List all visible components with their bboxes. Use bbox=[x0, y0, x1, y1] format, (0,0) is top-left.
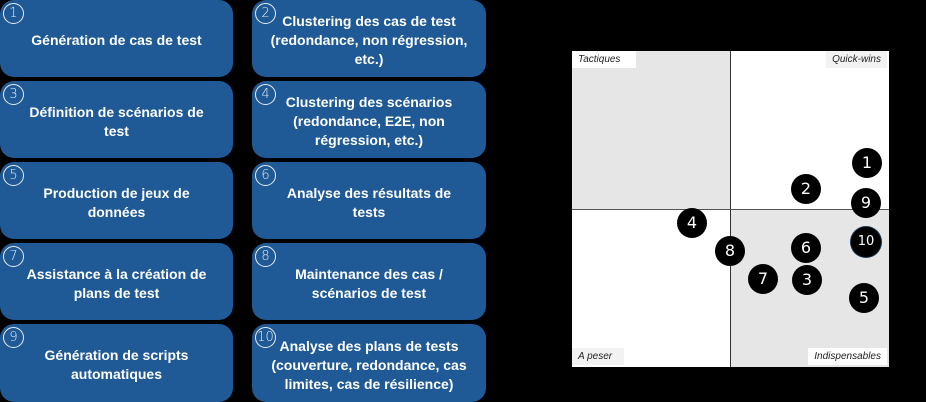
card-label: Maintenance des cas / scénarios de test bbox=[295, 265, 443, 301]
quadrant-label-tactiques: Tactiques bbox=[572, 51, 636, 68]
point-1: 1 bbox=[852, 148, 882, 178]
point-7: 7 bbox=[748, 264, 778, 294]
quadrant-a-peser bbox=[572, 210, 730, 367]
number-badge: 10 bbox=[255, 327, 276, 348]
card-label: Génération de cas de test bbox=[31, 32, 202, 48]
point-6: 6 bbox=[791, 233, 821, 263]
quadrant-label-a-peser: A peser bbox=[572, 348, 624, 365]
point-3: 3 bbox=[792, 265, 822, 295]
number-badge: 8 bbox=[255, 246, 276, 267]
point-4: 4 bbox=[677, 208, 707, 238]
card-2: 2 Clustering des cas de test (redondance… bbox=[252, 0, 486, 77]
number-badge: 3 bbox=[3, 84, 24, 105]
number-badge: 4 bbox=[255, 84, 276, 105]
card-6: 6 Analyse des résultats de tests bbox=[252, 162, 486, 239]
point-2: 2 bbox=[791, 174, 821, 204]
number-badge: 1 bbox=[3, 3, 24, 24]
card-label: Génération de scripts automatiques bbox=[44, 347, 189, 382]
quadrant-label-quick-wins: Quick-wins bbox=[826, 51, 887, 68]
card-label: Clustering des cas de test (redondance, … bbox=[270, 13, 468, 67]
card-label: Clustering des scénarios (redondance, E2… bbox=[285, 94, 453, 148]
number-badge: 2 bbox=[255, 3, 276, 24]
card-label: Analyse des plans de tests (couverture, … bbox=[271, 337, 467, 392]
card-1: 1 Génération de cas de test bbox=[0, 0, 233, 77]
card-label: Analyse des résultats de tests bbox=[286, 184, 452, 220]
card-label: Production de jeux de données bbox=[43, 184, 190, 220]
card-10: 10 Analyse des plans de tests (couvertur… bbox=[252, 324, 486, 402]
point-10: 10 bbox=[851, 227, 881, 257]
number-badge: 5 bbox=[3, 165, 24, 186]
card-9: 9 Génération de scripts automatiques bbox=[0, 324, 233, 402]
priority-matrix: Tactiques Quick-wins A peser Indispensab… bbox=[572, 51, 889, 367]
point-5: 5 bbox=[849, 283, 879, 313]
card-label: Assistance à la création de plans de tes… bbox=[26, 265, 207, 301]
quadrant-tactiques bbox=[572, 51, 730, 209]
card-5: 5 Production de jeux de données bbox=[0, 162, 233, 239]
point-9: 9 bbox=[851, 188, 881, 218]
point-8: 8 bbox=[715, 236, 745, 266]
card-8: 8 Maintenance des cas / scénarios de tes… bbox=[252, 243, 486, 320]
card-3: 3 Définition de scénarios de test bbox=[0, 81, 233, 158]
number-badge: 7 bbox=[3, 246, 24, 267]
number-badge: 9 bbox=[3, 327, 24, 348]
card-label: Définition de scénarios de test bbox=[29, 103, 204, 139]
number-badge: 6 bbox=[255, 165, 276, 186]
horizontal-axis bbox=[572, 209, 889, 210]
card-7: 7 Assistance à la création de plans de t… bbox=[0, 243, 233, 320]
quadrant-label-indispensables: Indispensables bbox=[808, 348, 887, 365]
card-4: 4 Clustering des scénarios (redondance, … bbox=[252, 81, 486, 158]
